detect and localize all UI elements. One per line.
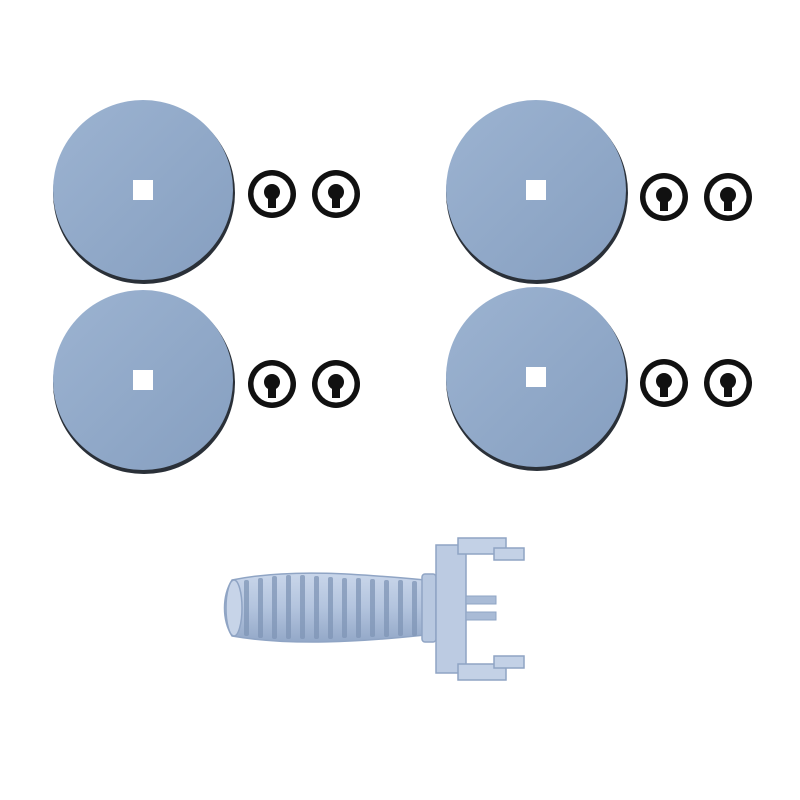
keyhole-washer [704,359,752,407]
keyhole-washer [640,359,688,407]
keyhole-washer [248,170,296,218]
disc-set-top-right [446,100,752,284]
disc-set-top-left [53,100,360,284]
installation-tool [223,537,525,681]
keyhole-washer [640,173,688,221]
keyhole-washer [248,360,296,408]
keyhole-washer [312,170,360,218]
keyhole-washer [312,360,360,408]
square-hole [526,180,546,200]
tool-fork-head [435,537,525,681]
square-hole [133,180,153,200]
blue-disc [53,100,235,284]
tool-collar [421,573,437,643]
blue-disc [446,100,628,284]
blue-disc [53,290,235,474]
keyhole-washer [704,173,752,221]
disc-set-bottom-right [446,287,752,471]
square-hole [133,370,153,390]
disc-set-bottom-left [53,290,360,474]
tool-handle [223,572,426,643]
blue-disc [446,287,628,471]
square-hole [526,367,546,387]
